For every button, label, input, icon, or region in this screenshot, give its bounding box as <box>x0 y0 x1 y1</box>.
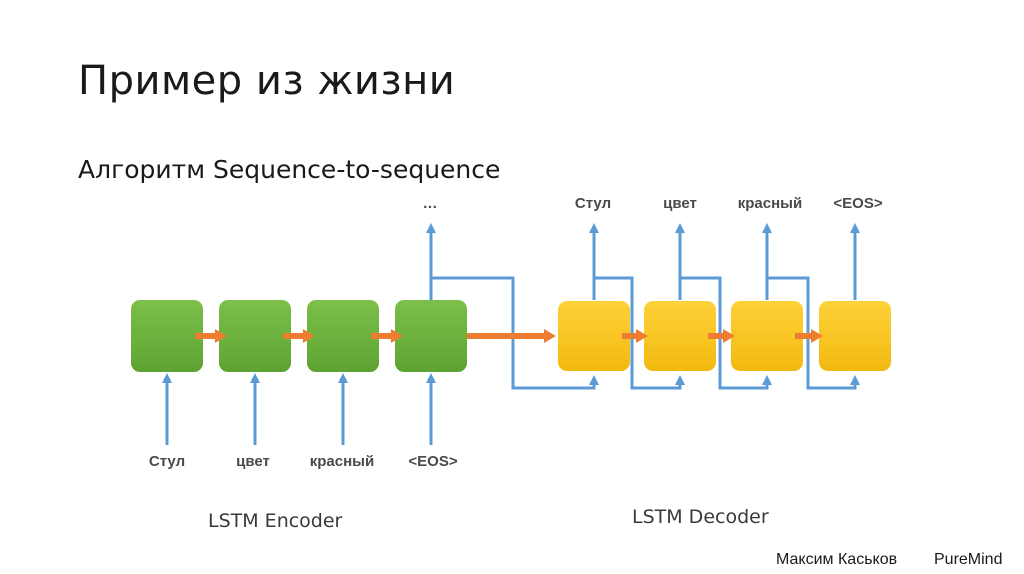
decoder-cells <box>558 301 891 371</box>
encoder-cell <box>395 300 467 372</box>
decoder-cell <box>558 301 630 371</box>
encoder-cell <box>307 300 379 372</box>
decoder-title: LSTM Decoder <box>632 506 769 528</box>
slide-title: Пример из жизни <box>78 58 456 104</box>
decoder-output-labels: Стул цвет красный <EOS> <box>575 195 883 212</box>
encoder-cells <box>131 300 467 372</box>
decoder-output-label: красный <box>738 195 802 212</box>
footer-org: PureMind <box>934 551 1003 568</box>
decoder-output-arrows <box>589 223 860 300</box>
context-line-2 <box>594 276 685 390</box>
encoder-input-arrows <box>162 373 436 445</box>
encoder-input-label: Стул <box>149 453 185 470</box>
encoder-output-label: … <box>423 195 438 212</box>
decoder-output-label: <EOS> <box>833 195 882 212</box>
decoder-cell <box>644 301 716 371</box>
decoder-output-label: цвет <box>663 195 697 212</box>
encoder-input-label: <EOS> <box>408 453 457 470</box>
encoder-input-labels: Стул цвет красный <EOS> <box>149 453 458 470</box>
footer-author: Максим Каськов <box>776 551 898 568</box>
context-line-4 <box>767 276 860 390</box>
encoder-cell <box>131 300 203 372</box>
decoder-cell <box>731 301 803 371</box>
encoder-title: LSTM Encoder <box>208 510 343 532</box>
decoder-output-label: Стул <box>575 195 611 212</box>
context-line-3 <box>680 276 772 390</box>
encoder-cell <box>219 300 291 372</box>
slide-subtitle: Алгоритм Sequence-to-sequence <box>78 155 501 184</box>
context-line-1 <box>431 276 599 390</box>
encoder-input-label: красный <box>310 453 374 470</box>
context-connections <box>426 223 860 390</box>
encoder-input-label: цвет <box>236 453 270 470</box>
decoder-cell <box>819 301 891 371</box>
